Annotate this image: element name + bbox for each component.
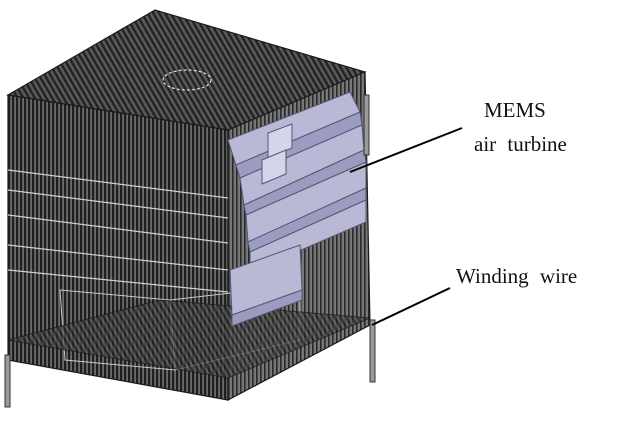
front-winding-bands xyxy=(7,169,229,293)
wire-leader-line xyxy=(371,287,451,326)
top-port-outline xyxy=(162,69,212,91)
support-legs xyxy=(4,94,376,408)
coil-bottom-face xyxy=(7,299,371,379)
mems-label-line2: air turbine xyxy=(474,132,567,156)
mems-label-line1: MEMS xyxy=(484,98,546,122)
mems-leader-line xyxy=(349,127,463,173)
winding-wire-label: Winding wire xyxy=(456,264,578,288)
